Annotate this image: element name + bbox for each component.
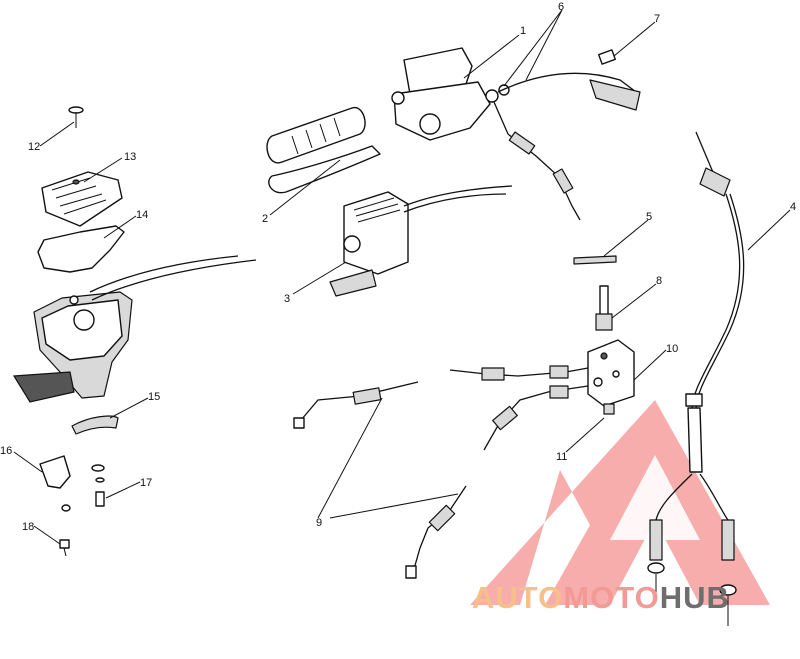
part-bolt-18 [59,539,70,557]
callout-17: 17 [140,477,152,489]
part-distribution-block-10 [587,339,635,407]
callout-7: 7 [654,13,660,25]
callout-14: 14 [136,209,148,221]
part-master-cylinder-1 [391,47,491,141]
callout-3: 3 [284,293,290,305]
callout-2: 2 [262,213,268,225]
callout-6: 6 [558,1,564,13]
callout-8: 8 [656,275,662,287]
callout-11: 11 [556,451,567,463]
part-grip [266,107,366,164]
part-cable-4 [647,131,745,626]
callout-10: 10 [666,343,678,355]
part-clip-15 [71,415,119,435]
part-fitting-7 [598,49,616,65]
callout-15: 15 [148,391,160,403]
part-line-9c [295,381,419,427]
part-caliper-body [12,291,133,403]
part-cable-left [91,259,257,301]
part-fitting-8 [595,285,613,331]
watermark-auto: AUTO [472,580,563,615]
leader-lines [13,9,791,545]
part-gasket-14 [37,225,125,273]
part-hose-9a [449,367,589,377]
watermark-text: AUTOMOTOHUB [472,580,730,615]
part-bolt-17 [91,464,105,507]
part-hose-upper [497,72,637,93]
part-line-9d [411,485,467,577]
callout-18: 18 [22,521,34,533]
callout-5: 5 [646,211,652,223]
watermark-triangle [470,400,770,605]
watermark-hub: HUB [660,580,730,615]
callout-1: 1 [520,25,526,37]
callout-9: 9 [316,517,322,529]
watermark-logo [470,400,770,605]
part-lever-2 [268,145,381,194]
callout-13: 13 [124,151,136,163]
callout-4: 4 [790,201,796,213]
part-cover-13 [41,171,123,227]
callout-12: 12 [28,141,40,153]
part-hose-descending [493,101,581,221]
callout-labels: 1 2 3 4 5 6 7 8 9 10 11 12 13 14 15 16 1… [0,1,796,533]
part-throttle-housing-3 [329,185,513,297]
part-washer [61,504,71,512]
part-banjo-6 [485,84,510,103]
part-line-5 [573,255,617,265]
callout-16: 16 [0,445,12,457]
part-bracket-16 [39,455,71,489]
part-screw-12 [68,106,84,128]
watermark-moto: MOTO [563,580,659,615]
part-bleeder-11 [603,403,615,415]
